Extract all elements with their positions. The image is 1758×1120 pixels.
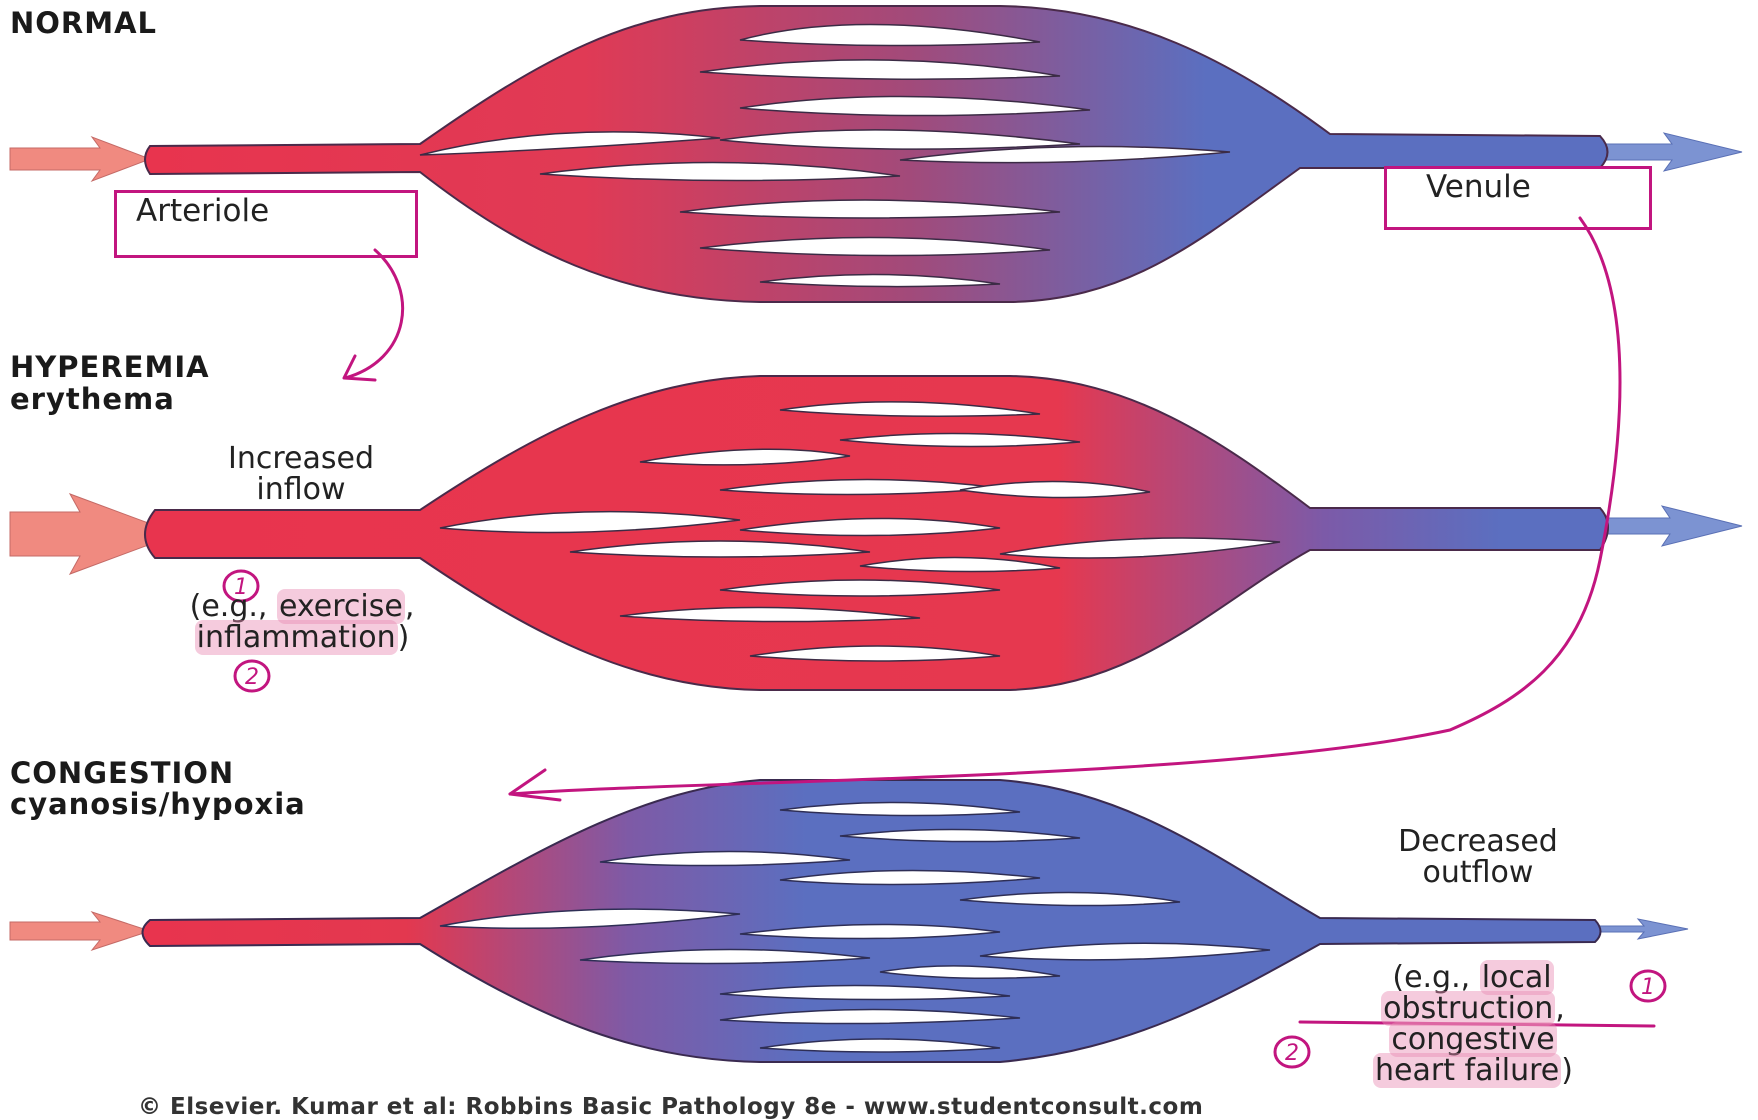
arrow-out-hyperemia <box>1595 506 1742 546</box>
hyperemia-eg-sep: , <box>405 589 415 624</box>
decreased-outflow-line2: outflow <box>1328 857 1628 888</box>
marker-2-congestion: 2 <box>1285 1041 1299 1066</box>
congestion-eg-prefix: (e.g., <box>1392 960 1479 995</box>
copyright-credit: © Elsevier. Kumar et al: Robbins Basic P… <box>138 1094 1203 1120</box>
congestion-eg-sep: , <box>1555 991 1565 1026</box>
increased-inflow-line2: inflow <box>170 474 432 505</box>
congestion-subtitle: cyanosis/hypoxia <box>10 787 306 821</box>
congestion-eg-obstruction: obstruction <box>1381 991 1555 1026</box>
increased-inflow-line1: Increased <box>170 443 432 474</box>
marker-2-hyperemia: 2 <box>245 665 259 690</box>
hyperemia-eg-inflammation: inflammation <box>195 620 398 655</box>
increased-inflow-label: Increased inflow <box>170 443 432 505</box>
congestion-examples: (e.g., local obstruction, congestive hea… <box>1300 962 1646 1086</box>
congestion-eg-congestive: congestive <box>1389 1022 1556 1057</box>
arteriole-label: Arteriole <box>136 196 269 227</box>
normal-title: NORMAL <box>10 6 157 40</box>
venule-label: Venule <box>1426 172 1531 203</box>
arrow-in-congestion <box>10 912 150 950</box>
congestion-title: CONGESTION <box>10 756 234 790</box>
decreased-outflow-label: Decreased outflow <box>1328 826 1628 888</box>
hyperemia-eg-prefix: (e.g., <box>190 589 277 624</box>
arrowhead-congestion <box>510 770 560 800</box>
hyperemia-eg-exercise: exercise <box>277 589 405 624</box>
congestion-eg-heart-failure: heart failure <box>1373 1053 1561 1088</box>
hyperemia-examples: (e.g., exercise, inflammation) <box>112 591 492 653</box>
arrow-in-normal <box>10 137 150 181</box>
hyperemia-eg-suffix: ) <box>398 620 410 655</box>
congestion-eg-suffix: ) <box>1561 1053 1573 1088</box>
decreased-outflow-line1: Decreased <box>1328 826 1628 857</box>
hyperemia-title: HYPEREMIA <box>10 350 210 384</box>
congestion-eg-local: local <box>1480 960 1554 995</box>
hyperemia-subtitle: erythema <box>10 382 175 416</box>
